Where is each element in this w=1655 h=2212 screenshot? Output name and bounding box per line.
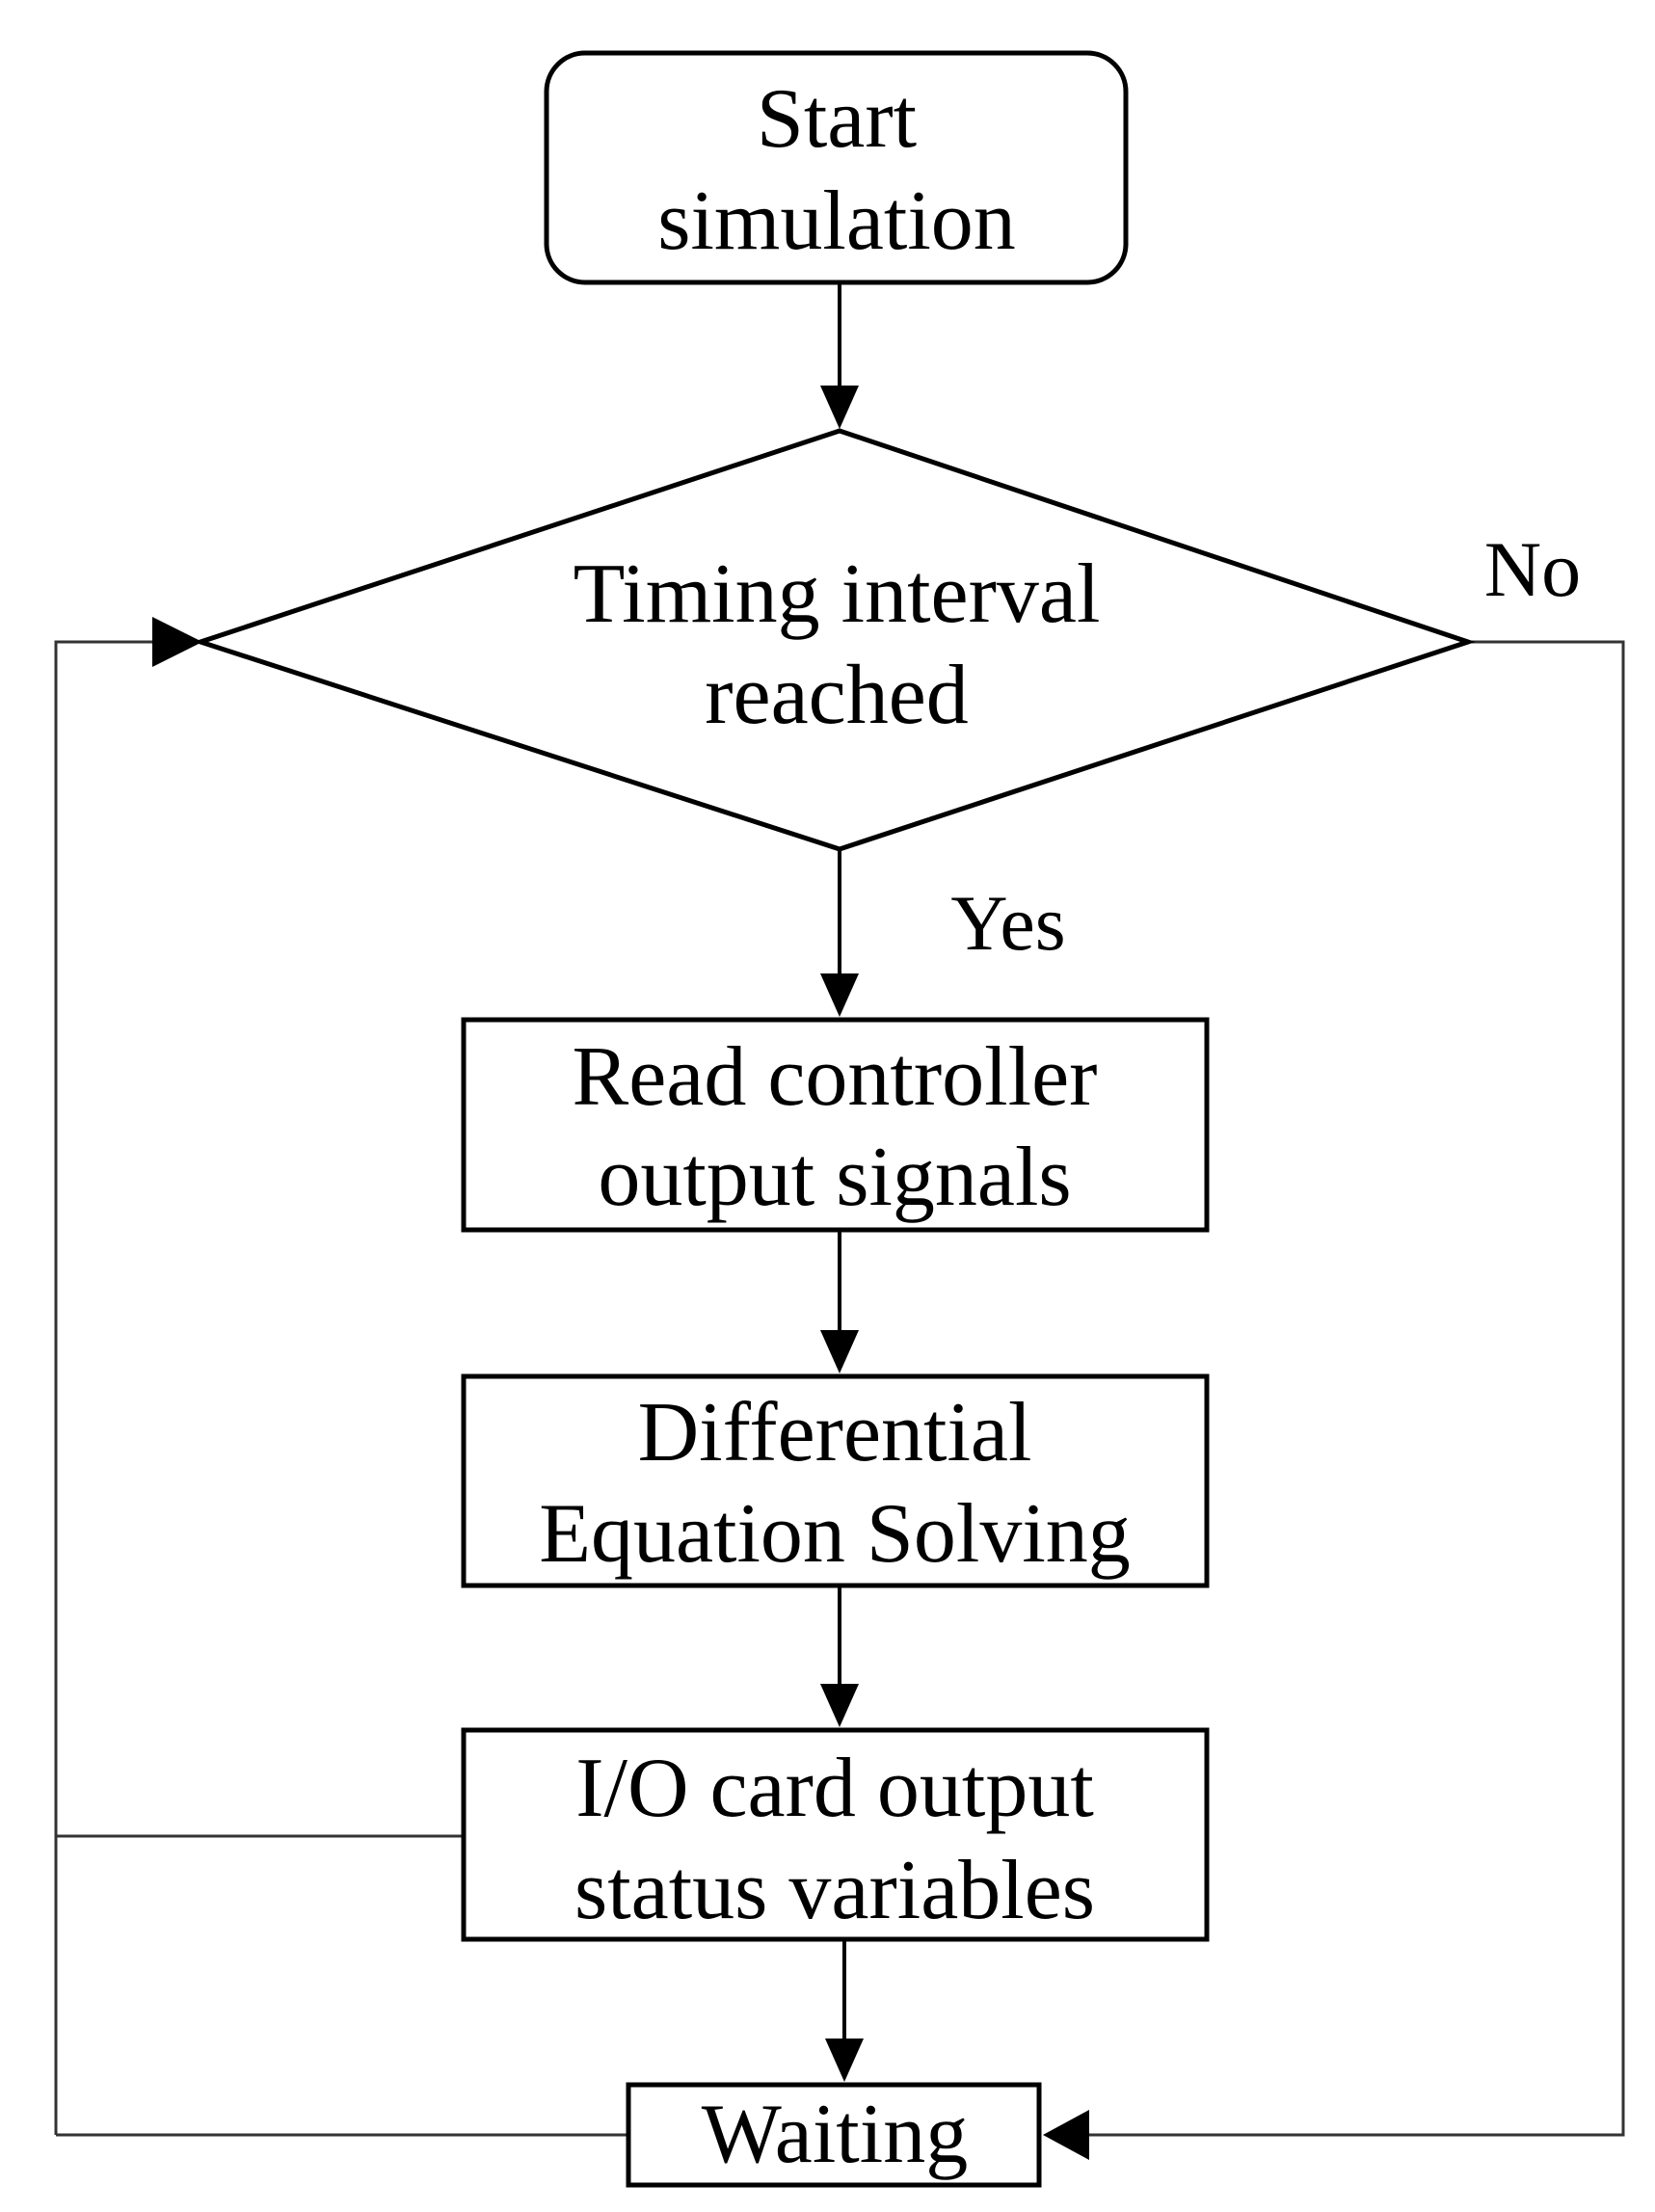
arrowhead-output-top bbox=[820, 1684, 859, 1727]
output-process-box bbox=[461, 1727, 1210, 1942]
start-label-line-2: simulation bbox=[657, 174, 1016, 268]
solve-label-line-1: Differential bbox=[638, 1386, 1032, 1479]
arrowhead-solve-top bbox=[820, 1330, 859, 1373]
waiting-node: Waiting bbox=[626, 2082, 1042, 2188]
start-node: Start simulation bbox=[544, 50, 1129, 285]
edge-loop-left bbox=[54, 640, 463, 1838]
no-edge-label: No bbox=[1484, 525, 1581, 613]
arrowhead-decision-top bbox=[820, 386, 859, 429]
read-process-box bbox=[461, 1017, 1210, 1233]
output-label-line-2: status variables bbox=[574, 1844, 1095, 1937]
decision-diamond bbox=[192, 428, 1476, 852]
start-label-line-1: Start bbox=[757, 72, 917, 166]
arrowhead-waiting-right bbox=[1043, 2110, 1089, 2160]
arrowhead-waiting-top bbox=[825, 2039, 864, 2082]
waiting-process-box bbox=[626, 2082, 1042, 2188]
decision-label-line-2: reached bbox=[705, 649, 969, 742]
decision-node: Timing interval reached bbox=[192, 428, 1476, 852]
yes-edge-label: Yes bbox=[950, 879, 1065, 967]
read-label-line-2: output signals bbox=[598, 1131, 1071, 1224]
arrowhead-read-top bbox=[820, 973, 859, 1017]
arrowhead-decision-left bbox=[152, 617, 202, 667]
decision-label-line-1: Timing interval bbox=[574, 547, 1101, 641]
output-node: I/O card output status variables bbox=[461, 1727, 1210, 1942]
solve-label-line-2: Equation Solving bbox=[539, 1487, 1131, 1581]
solve-node: Differential Equation Solving bbox=[461, 1373, 1210, 1588]
edge-no-branch bbox=[1084, 640, 1625, 2137]
read-node: Read controller output signals bbox=[461, 1017, 1210, 1233]
output-label-line-1: I/O card output bbox=[575, 1742, 1094, 1835]
start-terminator bbox=[544, 50, 1129, 285]
read-label-line-1: Read controller bbox=[573, 1030, 1098, 1124]
solve-process-box bbox=[461, 1373, 1210, 1588]
connectors bbox=[54, 282, 1625, 2160]
waiting-label: Waiting bbox=[702, 2088, 968, 2181]
